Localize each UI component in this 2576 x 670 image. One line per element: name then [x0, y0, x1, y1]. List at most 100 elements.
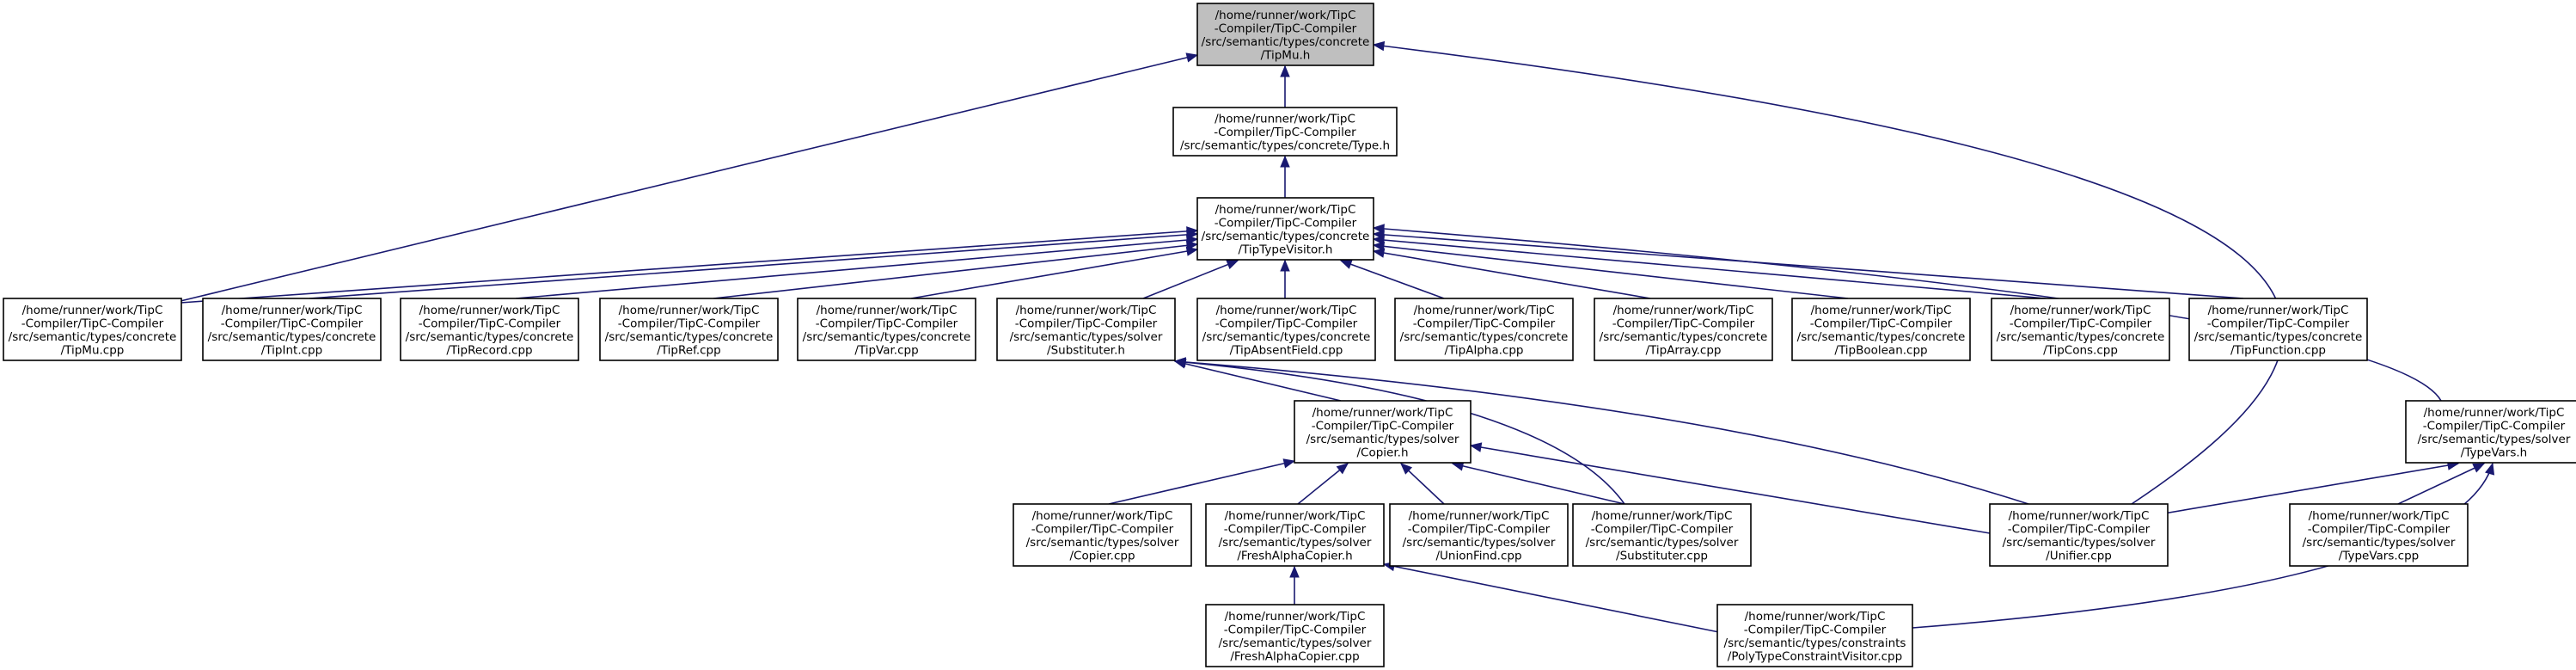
node-label-line: -Compiler/TipC-Compiler [1215, 22, 1357, 35]
arrowhead [2485, 462, 2495, 476]
node-label-line: /Copier.cpp [1069, 549, 1135, 562]
node-TipMu_h[interactable]: /home/runner/work/TipC-Compiler/TipC-Com… [1196, 3, 1374, 66]
node-label-line: -Compiler/TipC-Compiler [419, 317, 561, 330]
node-box[interactable] [2289, 503, 2469, 567]
edge-line [1174, 360, 1342, 402]
node-box[interactable] [1205, 503, 1385, 567]
node-box[interactable] [599, 298, 779, 361]
node-box[interactable] [1172, 107, 1398, 157]
node-label-line: /home/runner/work/TipC [1215, 203, 1356, 217]
arrowhead [1372, 224, 1385, 234]
node-box[interactable] [1394, 298, 1574, 361]
node-TipAlpha_cpp[interactable]: /home/runner/work/TipC-Compiler/TipC-Com… [1394, 298, 1574, 361]
node-label-line: /TipCons.cpp [2043, 343, 2118, 357]
node-box[interactable] [2405, 400, 2576, 464]
node-label-line: /src/semantic/types/solver [1306, 433, 1459, 446]
node-label-line: /src/semantic/types/concrete [1997, 330, 2165, 344]
node-box[interactable] [797, 298, 976, 361]
edge-TipMu_cpp-to-TipTypeVisitor_h [180, 226, 1199, 304]
node-box[interactable] [1989, 503, 2169, 567]
node-box[interactable] [400, 298, 579, 361]
node-box[interactable] [1716, 604, 1913, 667]
node-Substituter_h[interactable]: /home/runner/work/TipC-Compiler/TipC-Com… [996, 298, 1176, 361]
edge-FreshAlphaCopier_h-to-Copier_h [1297, 463, 1349, 505]
node-label-line: /TipAlpha.cpp [1445, 343, 1524, 357]
node-label-line: /home/runner/work/TipC [222, 304, 363, 317]
node-label-line: /home/runner/work/TipC [1414, 304, 1555, 317]
edge-line [1108, 460, 1295, 505]
edge-Substituter_h-to-TipTypeVisitor_h [1142, 260, 1239, 299]
edge-TipRef_cpp-to-TipTypeVisitor_h [713, 240, 1199, 299]
node-UnionFind_cpp[interactable]: /home/runner/work/TipC-Compiler/TipC-Com… [1389, 503, 1569, 567]
edge-line [910, 249, 1198, 299]
node-label-line: /src/semantic/types/solver [1586, 536, 1739, 550]
node-label-line: /src/semantic/types/concrete [1600, 330, 1768, 344]
node-TipInt_cpp[interactable]: /home/runner/work/TipC-Compiler/TipC-Com… [202, 298, 382, 361]
node-box[interactable] [1594, 298, 1773, 361]
node-Type_h[interactable]: /home/runner/work/TipC-Compiler/TipC-Com… [1172, 107, 1398, 157]
node-label-line: -Compiler/TipC-Compiler [816, 317, 958, 330]
edge-line [1142, 260, 1239, 299]
edge-line [1373, 244, 1849, 299]
edge-Substituter_cpp-to-Copier_h [1451, 461, 1625, 505]
node-label-line: -Compiler/TipC-Compiler [1031, 522, 1174, 536]
node-box[interactable] [1572, 503, 1752, 567]
node-label-line: /src/semantic/types/concrete [208, 330, 376, 344]
node-box[interactable] [1991, 298, 2170, 361]
node-Copier_cpp[interactable]: /home/runner/work/TipC-Compiler/TipC-Com… [1013, 503, 1192, 567]
node-label-line: -Compiler/TipC-Compiler [1215, 216, 1357, 230]
node-label-line: -Compiler/TipC-Compiler [1612, 317, 1755, 330]
node-label-line: -Compiler/TipC-Compiler [21, 317, 164, 330]
node-box[interactable] [996, 298, 1176, 361]
node-label-line: /src/semantic/types/concrete [9, 330, 177, 344]
node-Substituter_cpp[interactable]: /home/runner/work/TipC-Compiler/TipC-Com… [1572, 503, 1752, 567]
node-box[interactable] [1294, 400, 1472, 464]
arrowhead [1289, 565, 1300, 578]
node-TypeVars_cpp[interactable]: /home/runner/work/TipC-Compiler/TipC-Com… [2289, 503, 2469, 567]
edge-line [1470, 445, 1991, 534]
node-box[interactable] [1205, 604, 1385, 667]
node-box[interactable] [1196, 197, 1374, 261]
edge-line [180, 54, 1198, 302]
node-TipArray_cpp[interactable]: /home/runner/work/TipC-Compiler/TipC-Com… [1594, 298, 1773, 361]
node-label-line: /src/semantic/types/solver [2303, 536, 2456, 550]
node-TypeVars_h[interactable]: /home/runner/work/TipC-Compiler/TipC-Com… [2405, 400, 2576, 464]
node-TipVar_cpp[interactable]: /home/runner/work/TipC-Compiler/TipC-Com… [797, 298, 976, 361]
node-TipCons_cpp[interactable]: /home/runner/work/TipC-Compiler/TipC-Com… [1991, 298, 2170, 361]
node-TipBoolean_cpp[interactable]: /home/runner/work/TipC-Compiler/TipC-Com… [1791, 298, 1971, 361]
node-label-line: /Substituter.h [1047, 343, 1125, 357]
node-label-line: /TipBoolean.cpp [1834, 343, 1927, 357]
node-box[interactable] [202, 298, 382, 361]
edge-Unifier_cpp-to-Substituter_h [1173, 357, 2029, 505]
edge-line [1373, 233, 2244, 299]
node-TipRef_cpp[interactable]: /home/runner/work/TipC-Compiler/TipC-Com… [599, 298, 779, 361]
node-box[interactable] [1389, 503, 1569, 567]
node-box[interactable] [3, 298, 182, 361]
node-label-line: -Compiler/TipC-Compiler [1215, 317, 1358, 330]
node-TipRecord_cpp[interactable]: /home/runner/work/TipC-Compiler/TipC-Com… [400, 298, 579, 361]
node-box[interactable] [1196, 298, 1376, 361]
node-TipAbsentField_cpp[interactable]: /home/runner/work/TipC-Compiler/TipC-Com… [1196, 298, 1376, 361]
node-TipFunction_cpp[interactable]: /home/runner/work/TipC-Compiler/TipC-Com… [2188, 298, 2368, 361]
node-label-line: /PolyTypeConstraintVisitor.cpp [1728, 649, 1902, 663]
node-label-line: /src/semantic/types/concrete/Type.h [1180, 139, 1390, 153]
node-box[interactable] [1013, 503, 1192, 567]
node-box[interactable] [1196, 3, 1374, 66]
node-box[interactable] [2188, 298, 2368, 361]
node-box[interactable] [1791, 298, 1971, 361]
node-label-line: -Compiler/TipC-Compiler [1413, 317, 1556, 330]
node-label-line: /home/runner/work/TipC [1032, 509, 1173, 523]
node-TipMu_cpp[interactable]: /home/runner/work/TipC-Compiler/TipC-Com… [3, 298, 182, 361]
node-label-line: /TipVar.cpp [854, 343, 918, 357]
node-label-line: /FreshAlphaCopier.cpp [1230, 649, 1359, 663]
arrowhead [1280, 259, 1290, 272]
node-Unifier_cpp[interactable]: /home/runner/work/TipC-Compiler/TipC-Com… [1989, 503, 2169, 567]
node-PolyTypeConstraintVisitor_cpp[interactable]: /home/runner/work/TipC-Compiler/TipC-Com… [1716, 604, 1913, 667]
node-TipTypeVisitor_h[interactable]: /home/runner/work/TipC-Compiler/TipC-Com… [1196, 197, 1374, 261]
node-FreshAlphaCopier_cpp[interactable]: /home/runner/work/TipC-Compiler/TipC-Com… [1205, 604, 1385, 667]
node-label-line: /home/runner/work/TipC [1811, 304, 1952, 317]
node-FreshAlphaCopier_h[interactable]: /home/runner/work/TipC-Compiler/TipC-Com… [1205, 503, 1385, 567]
node-label-line: /FreshAlphaCopier.h [1237, 549, 1352, 562]
node-Copier_h[interactable]: /home/runner/work/TipC-Compiler/TipC-Com… [1294, 400, 1472, 464]
